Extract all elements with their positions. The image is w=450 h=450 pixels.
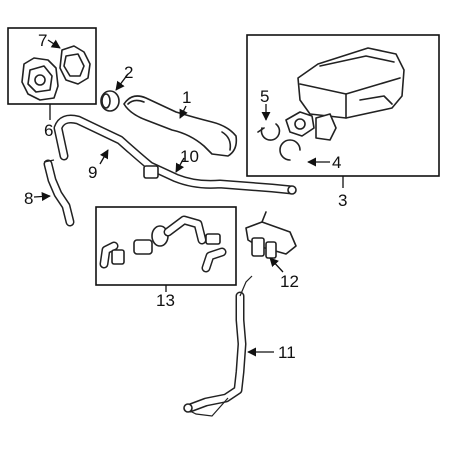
leader-8 (33, 191, 51, 202)
callout-9: 9 (88, 163, 97, 182)
part-3-module (285, 47, 405, 141)
group-box-6 (7, 27, 97, 105)
callout-1: 1 (182, 88, 191, 107)
callout-10: 10 (180, 147, 199, 166)
callout-13: 13 (156, 291, 175, 310)
leader-9 (99, 149, 109, 165)
part-8-hose (43, 159, 75, 227)
part-2-coupler (100, 90, 120, 112)
leader-12 (269, 257, 284, 273)
callout-12: 12 (280, 272, 299, 291)
part-7-cover (21, 45, 91, 101)
callout-4: 4 (332, 153, 341, 172)
callout-5: 5 (260, 87, 269, 106)
callout-6: 6 (44, 121, 53, 140)
part-12-valve (245, 211, 297, 259)
part-11-tube (183, 275, 253, 417)
callout-8: 8 (24, 189, 33, 208)
leader-2 (115, 73, 129, 91)
leader-10 (175, 157, 185, 173)
part-5-clamp (257, 123, 281, 141)
callout-11: 11 (278, 343, 296, 362)
callout-3: 3 (338, 191, 347, 210)
leader-7 (47, 39, 61, 49)
callout-7: 7 (38, 31, 47, 50)
part-4-clamp (279, 139, 301, 161)
part-1-intake-hose (123, 95, 238, 157)
callout-2: 2 (124, 63, 133, 82)
leader-1 (179, 105, 188, 119)
part-9-10-hose (53, 114, 297, 195)
part-13-hose-kit (99, 215, 227, 273)
